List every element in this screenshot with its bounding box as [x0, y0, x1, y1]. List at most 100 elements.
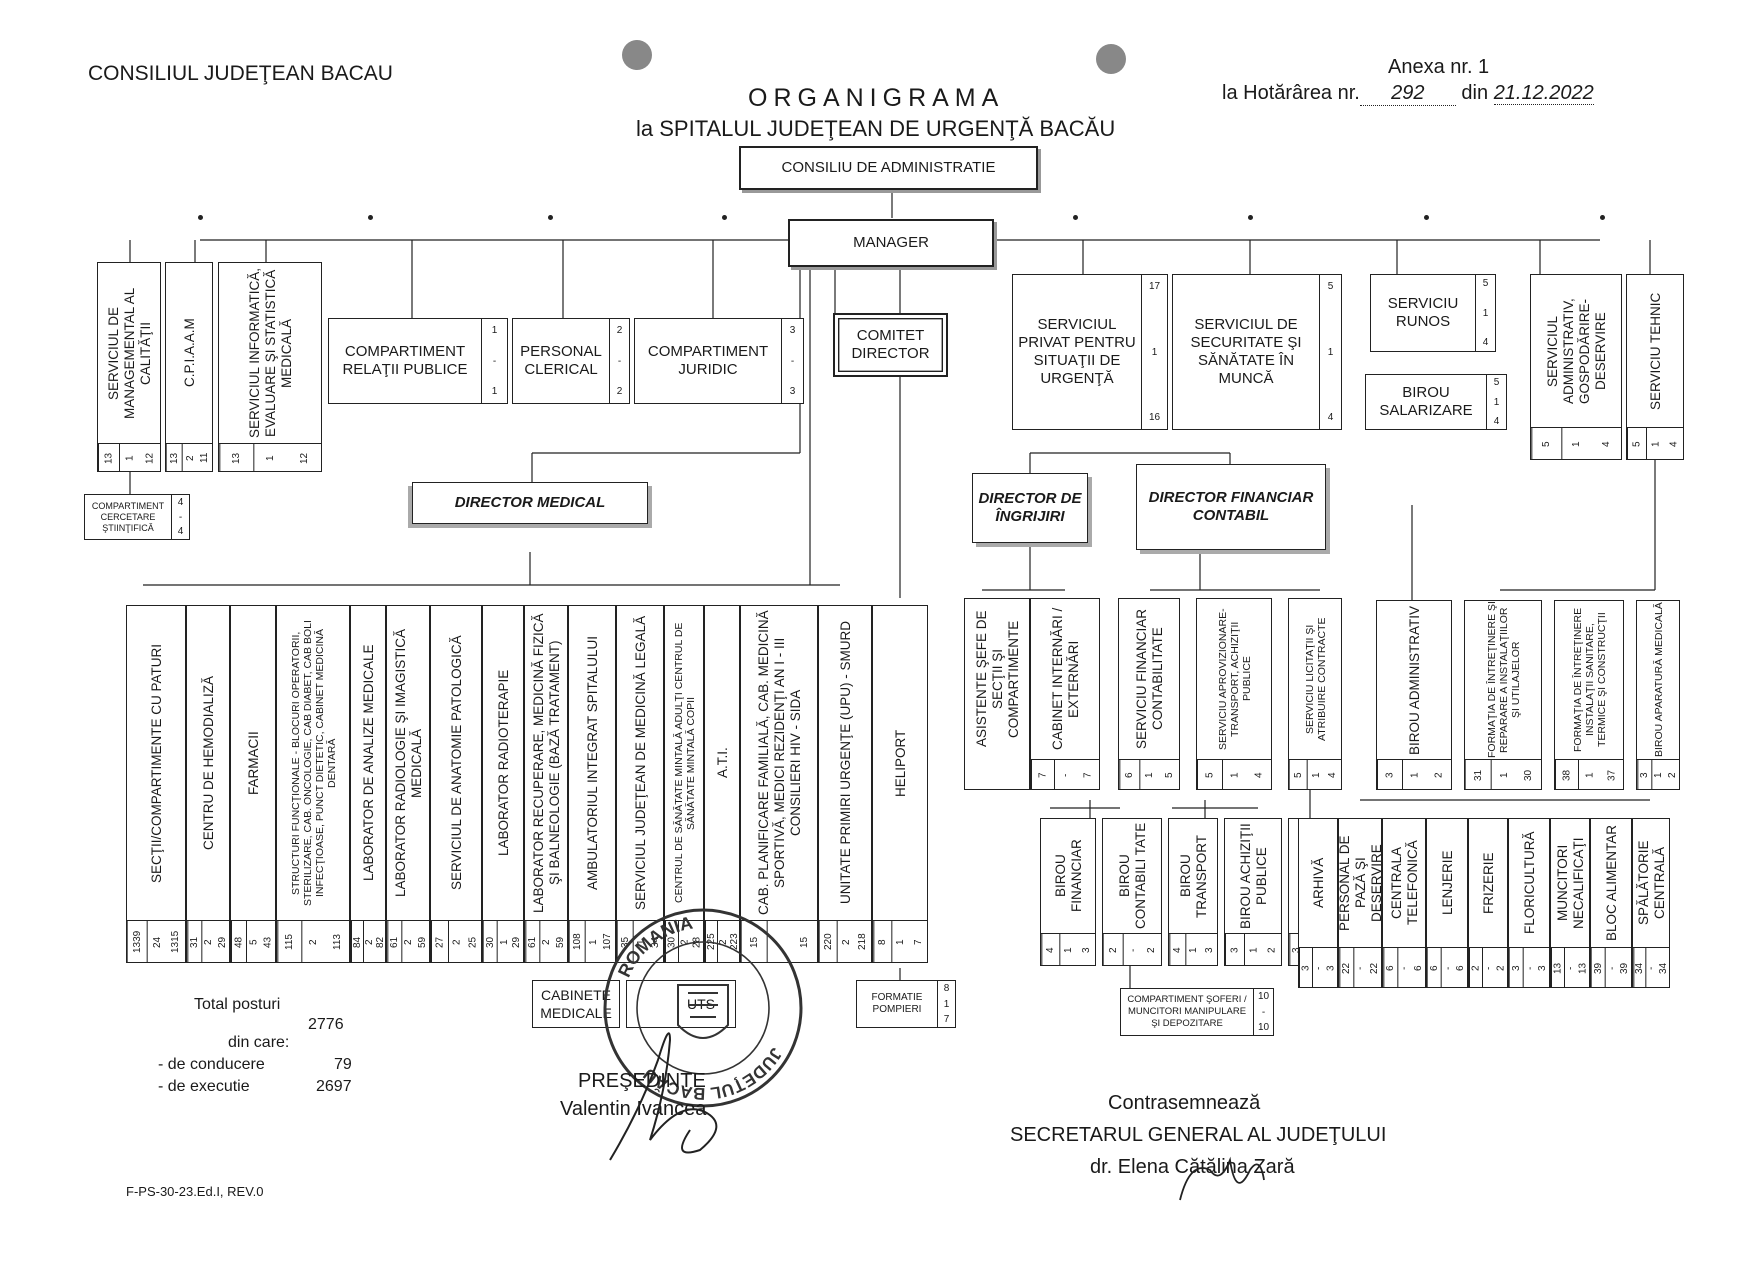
unit-label: STRUCTURI FUNCŢIONALE - BLOCURI OPERATOR… [290, 620, 338, 906]
connector-dot [548, 215, 553, 220]
service-label: SERVICIUL PRIVAT PENTRU SITUAŢII DE URGE… [1018, 316, 1136, 387]
org-unit: FORMAŢIA DE ÎNTREŢINERE INSTALAŢII SANIT… [1554, 600, 1624, 790]
unit-label: LABORATOR DE ANALIZE MEDICALE [361, 644, 376, 882]
secretary-signature [1179, 1156, 1265, 1201]
org-unit: FORMAŢIA DE ÎNTREŢINERE ŞI REPARARE A IN… [1464, 600, 1542, 790]
connector-dot [1248, 215, 1253, 220]
unit-label: SECŢII/COMPARTIMENTE CU PATURI [149, 643, 164, 883]
manager-label: MANAGER [853, 234, 929, 251]
unit-label: AMBULATORIUL INTEGRAT SPITALULUI [585, 635, 600, 891]
unit-label: FLORICULTURĂ [1522, 831, 1537, 935]
decision-date: 21.12.2022 [1493, 82, 1594, 105]
service-label: C.P.I.A.A.M [182, 318, 197, 388]
unit-label: LABORATOR RECUPERARE, MEDICINĂ FIZICĂ ŞI… [531, 613, 562, 913]
unit-label: BIROU TRANSPORT [1178, 834, 1209, 918]
decision-line: la Hotărârea nr.292 din 21.12.2022 [1222, 82, 1594, 106]
org-unit: CAB. PLANIFICARE FAMILIALĂ, CAB. MEDICIN… [740, 605, 818, 963]
position-counts: 10-10 [1253, 989, 1273, 1035]
executie-label: - de executie [158, 1078, 250, 1095]
secretary-title: SECRETARUL GENERAL AL JUDEŢULUI [1010, 1124, 1387, 1146]
org-unit: STRUCTURI FUNCŢIONALE - BLOCURI OPERATOR… [276, 605, 350, 963]
unit-label: LABORATOR RADIOLOGIE ŞI IMAGISTICĂ MEDIC… [393, 628, 424, 898]
serviciu-privat-urgenta: SERVICIUL PRIVAT PENTRU SITUAŢII DE URGE… [1012, 274, 1168, 430]
comitet-director-box: COMITET DIRECTOR [833, 313, 948, 377]
cabinete-uts: UTS [626, 980, 736, 1028]
service-label: SERVICIU RUNOS [1387, 295, 1459, 330]
org-unit: ASISTENTE ŞEFE DE SECŢII ŞI COMPARTIMENT… [964, 598, 1030, 790]
unit-label: SPĂLĂTORIE CENTRALĂ [1636, 840, 1667, 926]
comitet-director-label: COMITET DIRECTOR [851, 327, 930, 362]
compartment-label: PERSONAL CLERICAL [520, 343, 602, 378]
unit-label: UNITATE PRIMIRI URGENŢE (UPU) - SMURD [838, 621, 853, 905]
service-label: SERVICIU TEHNIC [1648, 292, 1663, 410]
director-medical-box: DIRECTOR MEDICAL [412, 482, 648, 524]
secretary-name: dr. Elena Cătălina Zară [1090, 1156, 1295, 1178]
position-counts: 1-1 [481, 319, 507, 403]
soferi-label: COMPARTIMENT ŞOFERI / MUNCITORI MANIPULA… [1127, 994, 1247, 1029]
org-unit: UNITATE PRIMIRI URGENŢE (UPU) - SMURD 220… [818, 605, 872, 963]
page-subtitle: la SPITALUL JUDEŢEAN DE URGENŢĂ BACĂU [636, 116, 1116, 141]
compartiment-juridic: COMPARTIMENT JURIDIC 3-3 [634, 318, 804, 404]
unit-label: LABORATOR RADIOTERAPIE [496, 669, 511, 857]
council-name: CONSILIUL JUDEŢEAN BACAU [88, 62, 393, 85]
unit-label: BIROU FINANCIAR [1053, 839, 1084, 913]
unit-label: CABINET INTERNĂRI / EXTERNĂRI [1050, 607, 1081, 751]
unit-label: CAB. PLANIFICARE FAMILIALĂ, CAB. MEDICIN… [756, 610, 803, 916]
compartiment-cercetare: COMPARTIMENT CERCETARE ŞTIINŢIFICĂ 4-4 [84, 494, 190, 540]
unit-label: SERVICIU APROVIZIONARE-TRANSPORT, ACHIZI… [1217, 608, 1253, 750]
position-counts: 13-13 [1551, 947, 1589, 988]
annex-label: Anexa nr. 1 [1388, 56, 1490, 78]
unit-label: ARHIVĂ [1311, 857, 1326, 909]
conducere-label: - de conducere [158, 1056, 265, 1073]
unit-label: BIROU CONTABILI TATE [1117, 822, 1148, 930]
org-unit: CENTRUL DE SĂNĂTATE MINTALĂ ADULŢI CENTR… [664, 605, 704, 963]
countersign-label: Contrasemnează [1108, 1092, 1261, 1114]
decision-number: 292 [1359, 82, 1456, 106]
punch-hole [622, 40, 652, 70]
unit-label: CENTRUL DE SĂNĂTATE MINTALĂ ADULŢI CENTR… [673, 622, 697, 904]
org-unit: SERVICIU APROVIZIONARE-TRANSPORT, ACHIZI… [1196, 598, 1272, 790]
director-medical-label: DIRECTOR MEDICAL [454, 494, 606, 511]
unit-label: BIROU ACHIZIŢII PUBLICE [1238, 823, 1269, 929]
service-label: SERVICIUL INFORMATICĂ, EVALUARE ŞI STATI… [247, 267, 294, 439]
din-care-label: din care: [228, 1034, 290, 1051]
service-informatica: SERVICIUL INFORMATICĂ, EVALUARE ŞI STATI… [218, 262, 322, 472]
total-value: 2776 [308, 1016, 344, 1033]
unit-label: FARMACII [246, 731, 261, 795]
unit-label: PERSONAL DE PAZĂ ŞI DESERVIRE [1337, 835, 1384, 931]
board-label: CONSILIU DE ADMINISTRATIE [781, 159, 996, 176]
